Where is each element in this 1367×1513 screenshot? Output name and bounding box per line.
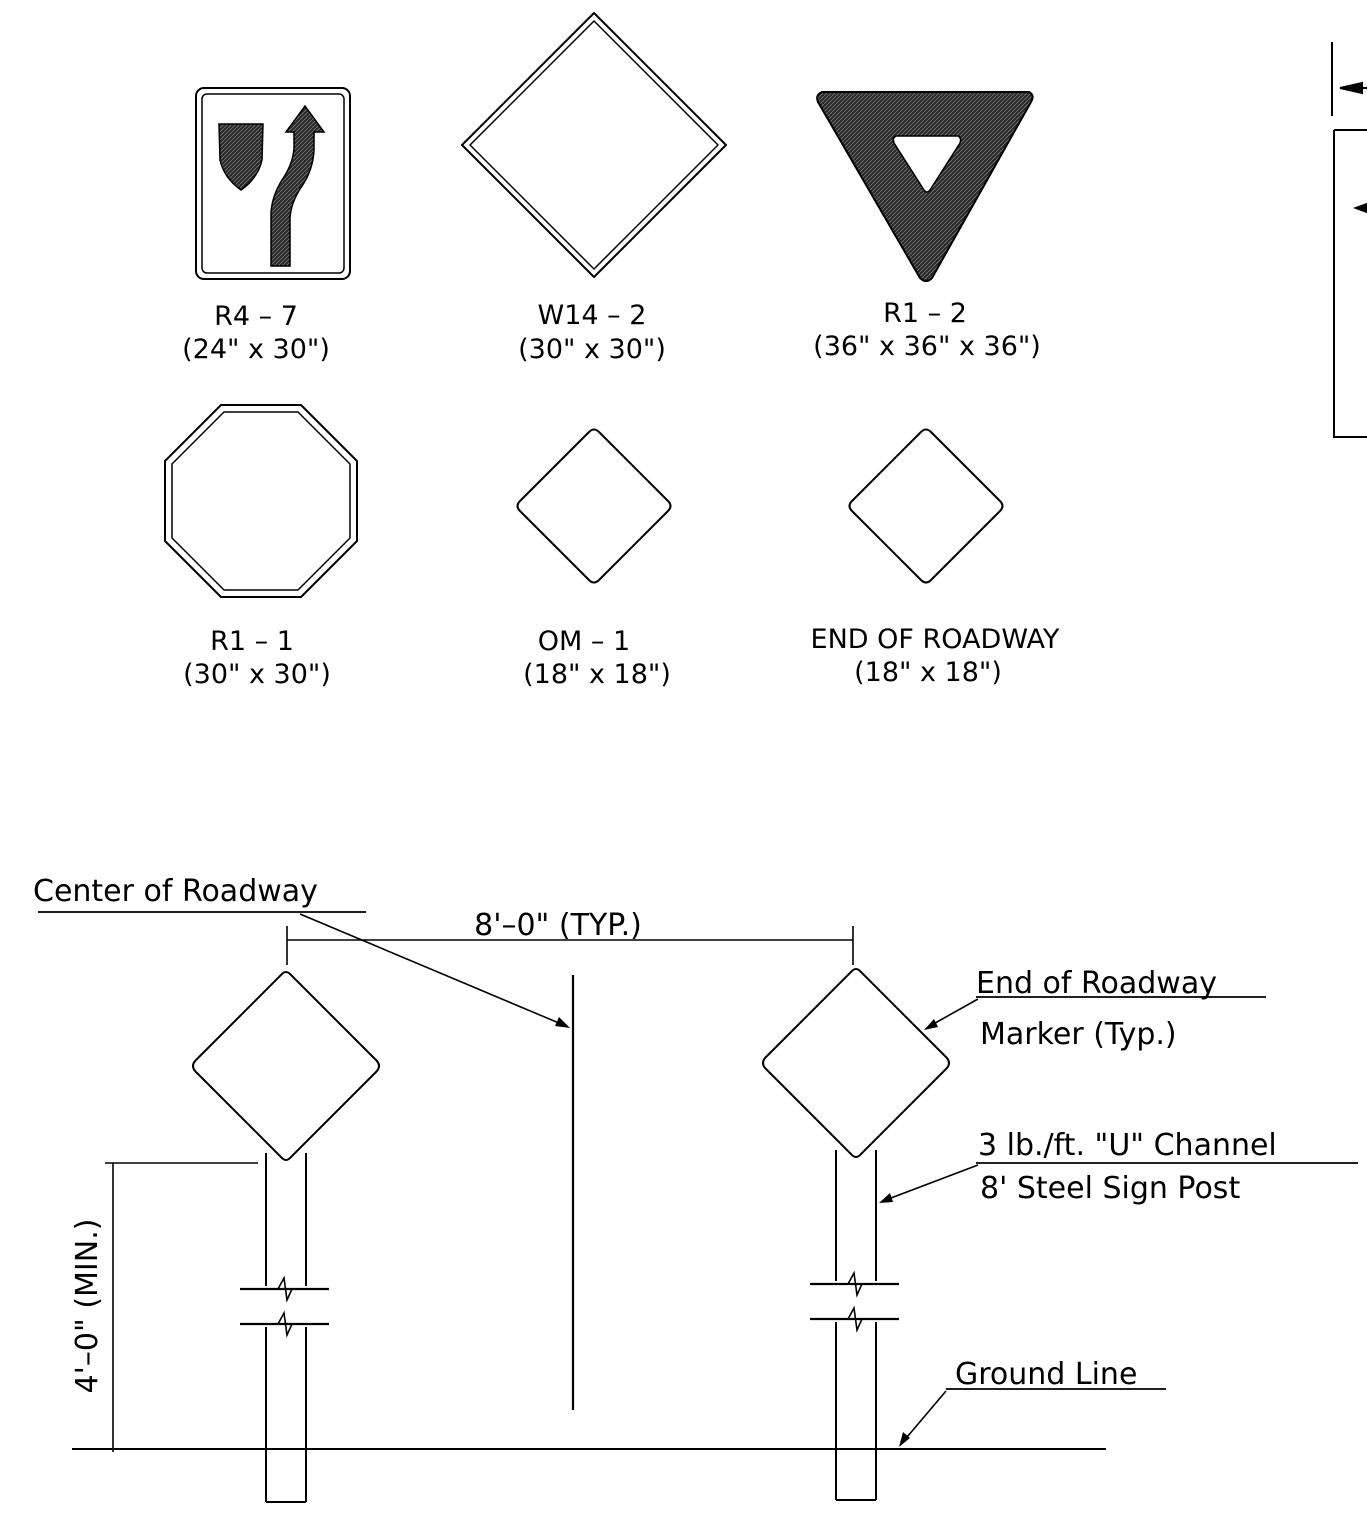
sign-r1-2 — [816, 91, 1034, 282]
sign-end-of-roadway-size: (18" x 18") — [854, 657, 1002, 688]
elevation-view — [38, 911, 1358, 1503]
post-label-line2: 8' Steel Sign Post — [980, 1171, 1240, 1206]
height-dimension-label: 4'–0" (MIN.) — [70, 1219, 105, 1394]
marker-label-line2: Marker (Typ.) — [980, 1017, 1177, 1052]
sign-end-of-roadway-code: END OF ROADWAY — [811, 624, 1060, 655]
sign-w14-2-size: (30" x 30") — [518, 334, 666, 365]
marker-label-line1: End of Roadway — [976, 966, 1217, 1001]
divider-shield-icon — [218, 123, 264, 191]
post-label-line1: 3 lb./ft. "U" Channel — [978, 1128, 1277, 1163]
sign-om-1 — [516, 428, 672, 584]
sign-r1-2-size: (36" x 36" x 36") — [813, 331, 1041, 362]
yield-inner-triangle-icon — [892, 135, 962, 193]
center-of-roadway-label: Center of Roadway — [33, 874, 318, 909]
sign-om-1-code: OM – 1 — [538, 626, 630, 657]
sign-r1-1-size: (30" x 30") — [183, 659, 331, 690]
sign-r4-7-size: (24" x 30") — [182, 334, 330, 365]
partial-dimension-detail — [1331, 42, 1367, 438]
sign-w14-2 — [461, 12, 727, 278]
left-marker-sign — [192, 971, 380, 1161]
sign-r1-1 — [164, 404, 358, 598]
sign-r4-7 — [195, 87, 351, 280]
sign-w14-2-code: W14 – 2 — [538, 300, 647, 331]
right-marker-sign — [762, 968, 950, 1158]
sign-r1-2-code: R1 – 2 — [883, 298, 967, 329]
sign-r4-7-code: R4 – 7 — [214, 301, 298, 332]
keep-right-arrow-icon — [270, 104, 326, 267]
sign-end-of-roadway — [848, 428, 1004, 584]
sign-r1-1-code: R1 – 1 — [210, 626, 294, 657]
sign-om-1-size: (18" x 18") — [523, 659, 671, 690]
spacing-dimension-label: 8'–0" (TYP.) — [474, 908, 642, 943]
ground-line-label: Ground Line — [955, 1357, 1137, 1392]
